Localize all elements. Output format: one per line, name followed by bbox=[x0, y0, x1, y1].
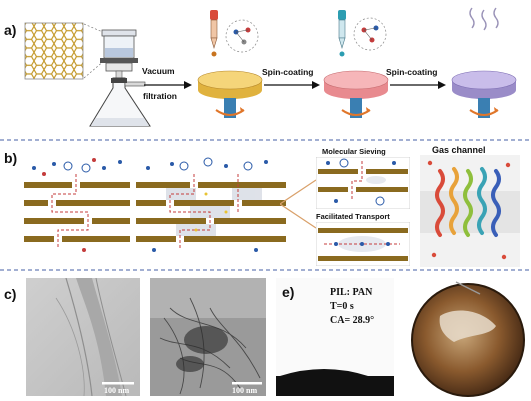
gas-channel-protein bbox=[420, 155, 520, 267]
contact-angle-sample: PIL: PAN bbox=[330, 287, 373, 298]
dashed-divider-bottom bbox=[0, 269, 531, 271]
spin-stage-3 bbox=[451, 7, 517, 118]
panel-a-label: a) bbox=[4, 22, 17, 38]
vacuum-label-1: Vacuum bbox=[142, 66, 175, 76]
spin-coating-label-2: Spin-coating bbox=[386, 67, 438, 77]
dashed-divider-top bbox=[0, 139, 531, 141]
panel-e-label: e) bbox=[282, 284, 295, 300]
panel-b-label: b) bbox=[4, 150, 18, 166]
facilitated-transport-diagram bbox=[316, 222, 410, 266]
contact-angle-time: T=0 s bbox=[330, 301, 354, 312]
spin-arrow-2 bbox=[390, 81, 446, 89]
membrane-photo bbox=[400, 276, 528, 398]
gas-channel-label: Gas channel bbox=[432, 145, 486, 155]
spin-coating-label-1: Spin-coating bbox=[262, 67, 314, 77]
mechanism-connector-arrows bbox=[280, 179, 317, 229]
vacuum-label-2: filtration bbox=[143, 91, 177, 101]
layered-membrane-2 bbox=[136, 157, 286, 252]
tem-image-c bbox=[26, 278, 140, 396]
spin-stage-1 bbox=[197, 10, 263, 118]
panel-c-label: c) bbox=[4, 286, 17, 302]
tem-image-d bbox=[150, 278, 266, 396]
molecular-sieving-label: Molecular Sieving bbox=[322, 147, 386, 156]
scale-bar-c-label: 100 nm bbox=[104, 386, 130, 395]
filtration-flask-icon bbox=[89, 29, 151, 127]
spin-arrow-1 bbox=[264, 81, 320, 89]
scale-bar-d-label: 100 nm bbox=[232, 386, 258, 395]
layered-membrane-1 bbox=[24, 158, 130, 252]
contact-angle-value: CA= 28.9° bbox=[330, 315, 375, 326]
contact-angle-image bbox=[276, 278, 394, 396]
facilitated-transport-label: Facilitated Transport bbox=[316, 212, 390, 221]
spin-stage-2 bbox=[323, 10, 389, 118]
molecular-sieving-diagram bbox=[316, 157, 410, 209]
graphene-honeycomb-inset bbox=[24, 22, 84, 80]
vacuum-arrow bbox=[144, 81, 192, 89]
